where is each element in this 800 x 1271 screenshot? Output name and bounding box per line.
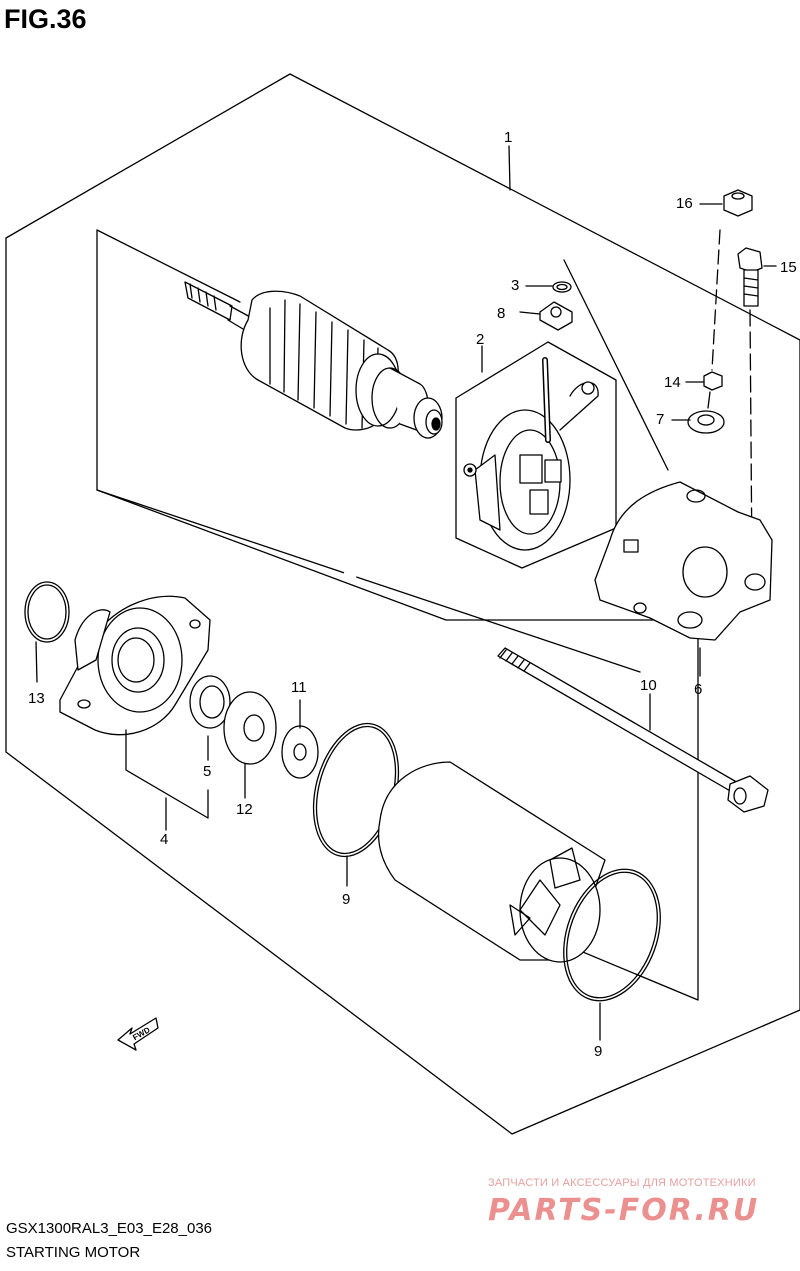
fwd-arrow-icon (117, 1017, 159, 1051)
callout-14: 14 (664, 374, 681, 391)
inner-boundary-edge-2 (96, 489, 641, 673)
assembly-boundary-outer (5, 73, 800, 1135)
washer-7 (687, 410, 725, 434)
callout-9-front: 9 (342, 891, 350, 908)
brush-frame-edge (563, 259, 669, 471)
figure-title: FIG.36 (4, 4, 87, 34)
figure-caption: STARTING MOTOR (6, 1244, 141, 1261)
oil-seal-5 (189, 675, 231, 729)
watermark-tagline: ЗАПЧАСТИ И АКСЕССУАРЫ ДЛЯ МОТОТЕХНИКИ (488, 1177, 756, 1189)
o-ring-3 (552, 281, 572, 293)
assembly-boundary-inner (96, 229, 699, 1001)
callout-2: 2 (476, 331, 484, 348)
inner-boundary-edge (96, 229, 241, 303)
bracket-plate-8 (539, 301, 573, 331)
bolt-path-line (711, 229, 721, 371)
callout-1: 1 (504, 129, 512, 146)
callout-9-rear: 9 (594, 1043, 602, 1060)
callout-10: 10 (640, 677, 657, 694)
callout-4: 4 (160, 831, 168, 848)
leader-lines (35, 145, 777, 1041)
callout-8: 8 (497, 305, 505, 322)
armature (184, 281, 443, 439)
callout-15: 15 (780, 259, 797, 276)
washer-11 (281, 725, 319, 779)
o-ring-9-rear (563, 868, 661, 1002)
model-code: GSX1300RAL3_E03_E28_036 (6, 1220, 213, 1237)
nut-16 (723, 189, 753, 217)
watermark-brand: PARTS-FOR.RU (488, 1193, 760, 1228)
callout-13: 13 (28, 690, 45, 707)
bolt-path-line-2 (707, 391, 711, 409)
rear-housing-6 (594, 481, 773, 641)
callout-16: 16 (676, 195, 693, 212)
nut-14 (703, 371, 723, 391)
motor-yoke (377, 761, 606, 963)
callout-12: 12 (236, 801, 253, 818)
callout-11: 11 (291, 679, 307, 696)
washer-12 (223, 691, 277, 765)
brush-holder (463, 357, 599, 551)
callout-3: 3 (511, 277, 519, 294)
callout-6: 6 (694, 681, 702, 698)
callout-7: 7 (656, 411, 664, 428)
callout-5: 5 (203, 763, 211, 780)
bolt-15 (737, 247, 763, 307)
through-bolt-10 (497, 647, 769, 813)
front-housing-4 (59, 595, 211, 736)
o-ring-13 (24, 581, 70, 643)
